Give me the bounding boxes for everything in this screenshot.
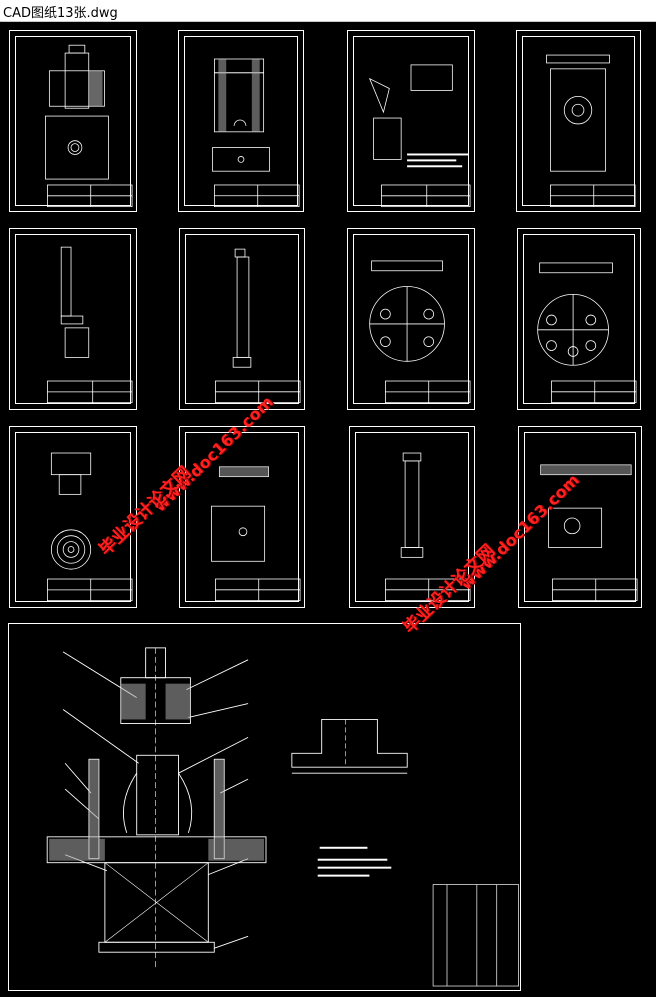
sheet-9-graphics	[47, 452, 133, 602]
drawing-sheet-5[interactable]	[9, 228, 137, 410]
drawing-sheet-11[interactable]	[349, 426, 475, 608]
sheet-1-graphics	[45, 44, 133, 208]
sheet-5-graphics	[47, 246, 133, 404]
drawing-sheet-1[interactable]	[9, 30, 137, 212]
sheet-10-graphics	[211, 466, 301, 602]
drawing-sheet-12[interactable]	[518, 426, 642, 608]
drawing-sheet-6[interactable]	[179, 228, 305, 410]
drawing-sheet-10[interactable]	[179, 426, 305, 608]
sheet-8-graphics	[537, 262, 637, 404]
window-title: CAD图纸13张.dwg	[3, 6, 118, 21]
sheet-3-graphics	[368, 64, 471, 208]
sheet-11-graphics	[385, 452, 471, 602]
drawing-sheet-3[interactable]	[347, 30, 475, 212]
drawing-sheet-4[interactable]	[516, 30, 641, 212]
cad-drawing-canvas[interactable]: www.doc163.com 毕业设计论文网 www.doc163.com 毕业…	[0, 22, 656, 997]
drawing-sheet-9[interactable]	[9, 426, 137, 608]
drawing-sheet-2[interactable]	[178, 30, 304, 212]
window-title-bar: CAD图纸13张.dwg	[0, 0, 656, 22]
assembly-drawing-sheet[interactable]	[8, 623, 521, 991]
sheet-4-graphics	[546, 54, 636, 208]
assembly-graphics	[46, 647, 519, 987]
sheet-6-graphics	[215, 248, 301, 404]
sheet-7-graphics	[369, 260, 471, 404]
sheet-2-graphics	[212, 58, 300, 208]
drawing-sheet-7[interactable]	[347, 228, 475, 410]
drawing-sheet-8[interactable]	[517, 228, 641, 410]
sheet-12-graphics	[540, 464, 638, 602]
